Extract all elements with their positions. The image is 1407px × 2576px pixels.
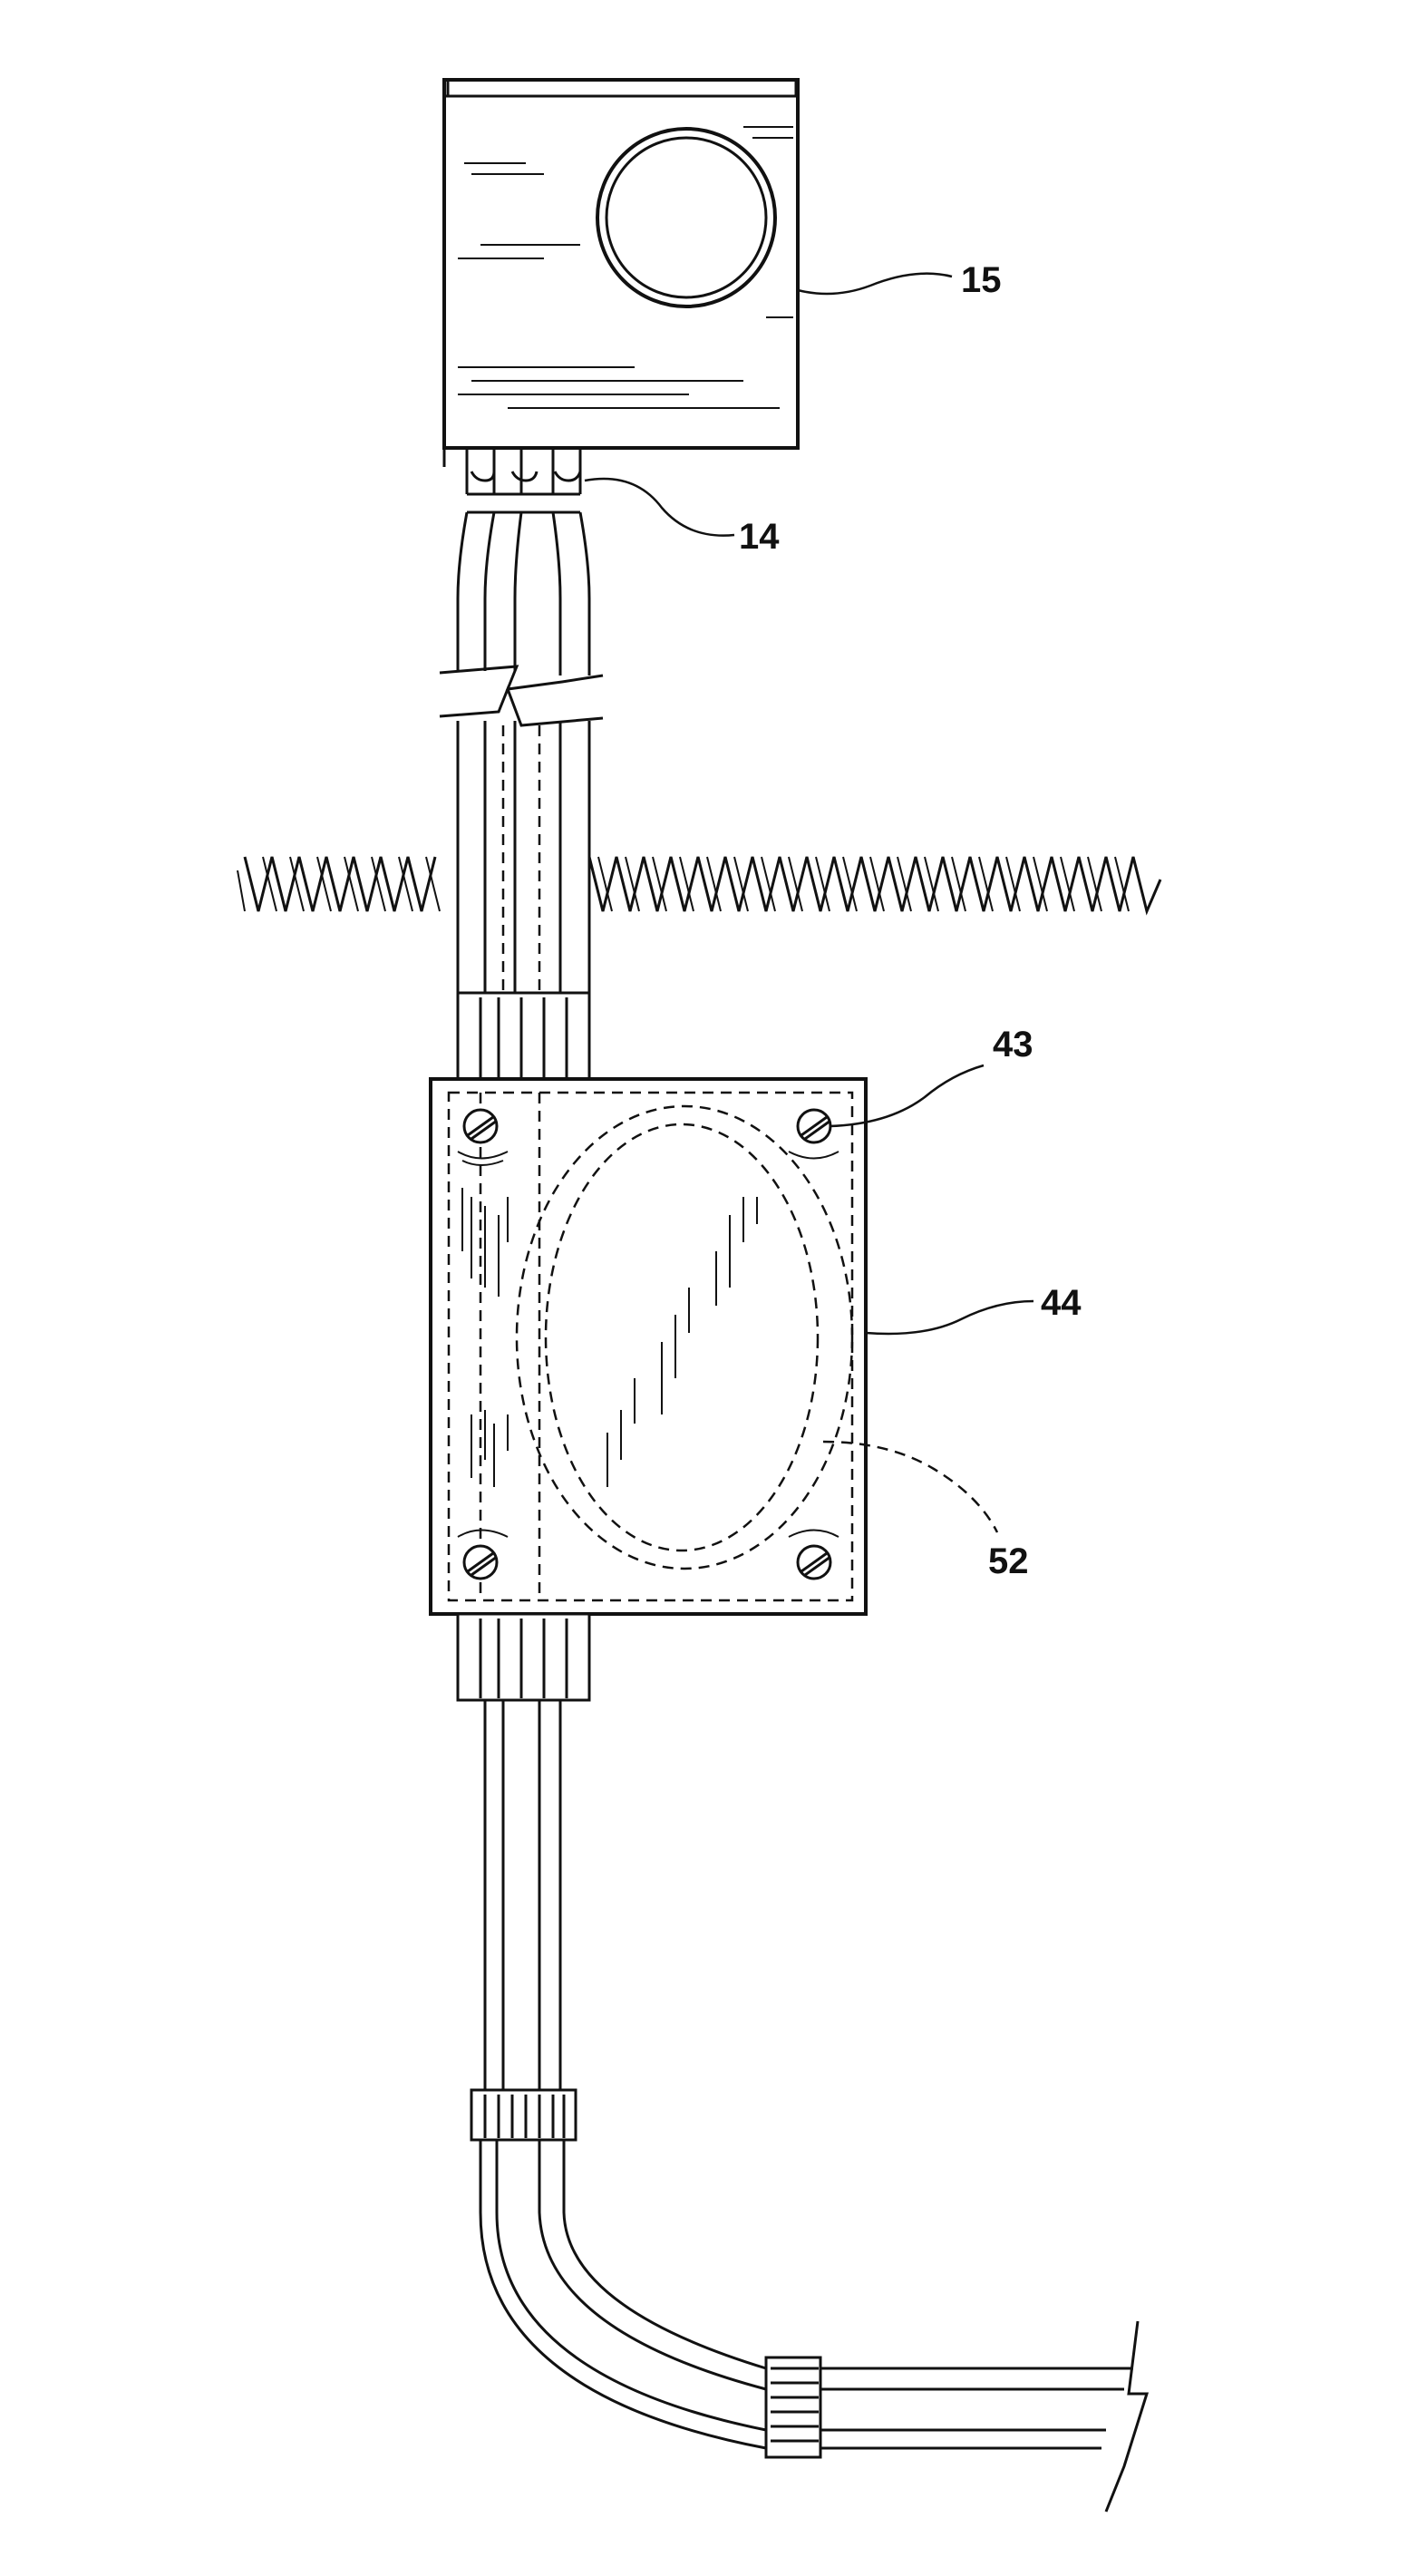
label-43: 43 [993,1025,1033,1064]
meter-connector [442,448,582,514]
label-44: 44 [1041,1283,1082,1323]
lower-conduit [483,1700,562,2090]
horizontal-coupling [764,2356,822,2459]
label-15: 15 [961,260,1002,300]
ground-line [237,856,1162,916]
label-14: 14 [739,517,780,557]
horizontal-conduit [820,2320,1150,2513]
upper-conduit [439,511,604,993]
upper-coupling [456,991,591,1081]
label-52: 52 [988,1541,1029,1581]
elbow-bend [479,2140,767,2450]
elbow-coupling [470,2088,577,2142]
leader-lines [584,272,1034,1533]
meter-box [442,78,800,450]
junction-box [429,1077,868,1616]
lower-coupling [456,1612,591,1702]
